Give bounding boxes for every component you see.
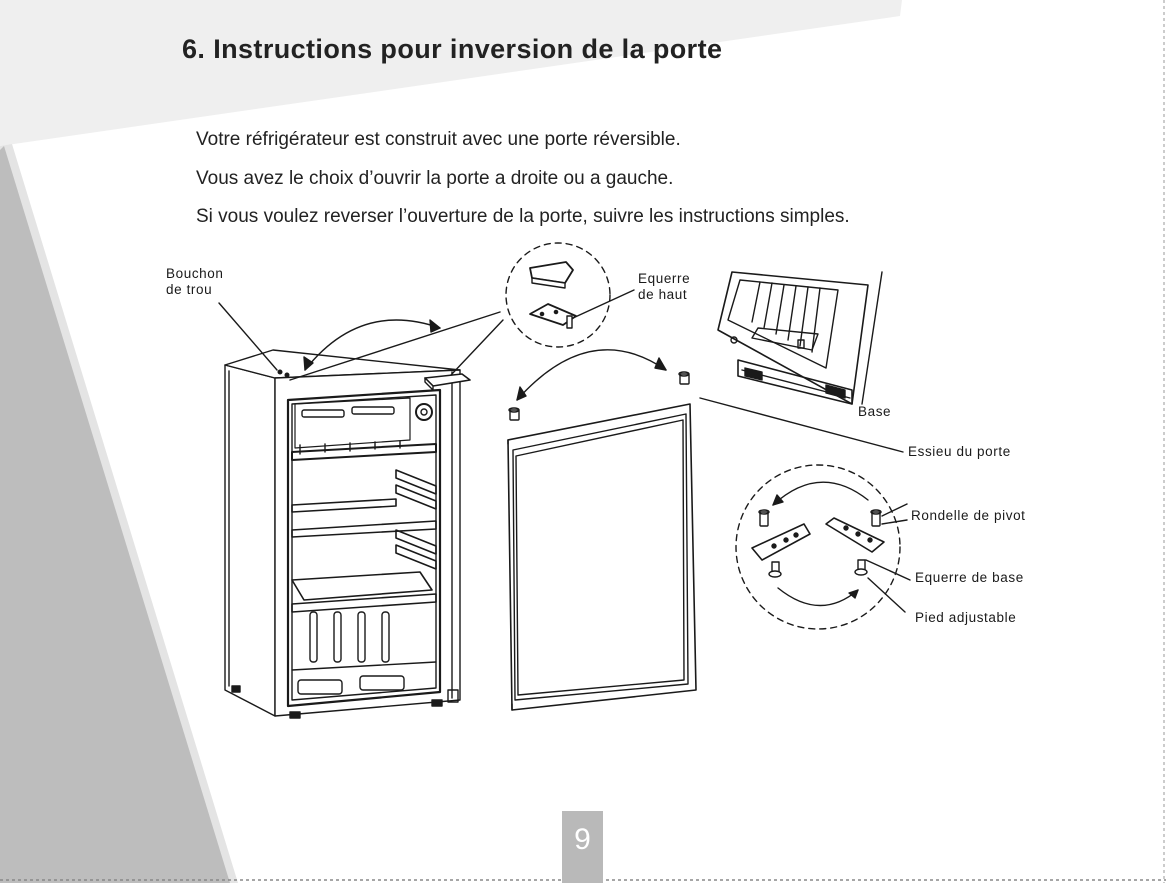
left-dark-band — [0, 146, 230, 883]
top-light-band — [0, 0, 902, 146]
intro-line-1: Votre réfrigérateur est construit avec u… — [196, 129, 681, 150]
label-rondelle-de-pivot: Rondelle de pivot — [911, 508, 1026, 523]
intro-line-2: Vous avez le choix d’ouvrir la porte a d… — [196, 167, 674, 189]
page-title: 6. Instructions pour inversion de la por… — [182, 34, 723, 64]
label-bouchon-de-trou: Bouchon de trou — [166, 266, 224, 297]
intro-text: Votre réfrigérateur est construit avec u… — [196, 121, 850, 237]
top-bracket-detail — [505, 242, 635, 348]
label-essieu-du-porte: Essieu du porte — [908, 444, 1011, 459]
refrigerator-door — [507, 349, 697, 711]
bottom-bracket-detail — [735, 464, 911, 630]
label-equerre-de-base: Equerre de base — [915, 570, 1024, 585]
page-number: 9 — [562, 811, 603, 883]
door-swap-arrow — [304, 319, 441, 371]
label-base: Base — [858, 404, 892, 419]
refrigerator-body — [224, 349, 471, 719]
refrigerator-base — [717, 271, 883, 405]
label-pied-adjustable: Pied adjustable — [915, 610, 1017, 625]
intro-line-3: Si vous voulez reverser l’ouverture de l… — [196, 206, 850, 227]
label-equerre-de-haut: Equerre de haut — [638, 271, 691, 302]
